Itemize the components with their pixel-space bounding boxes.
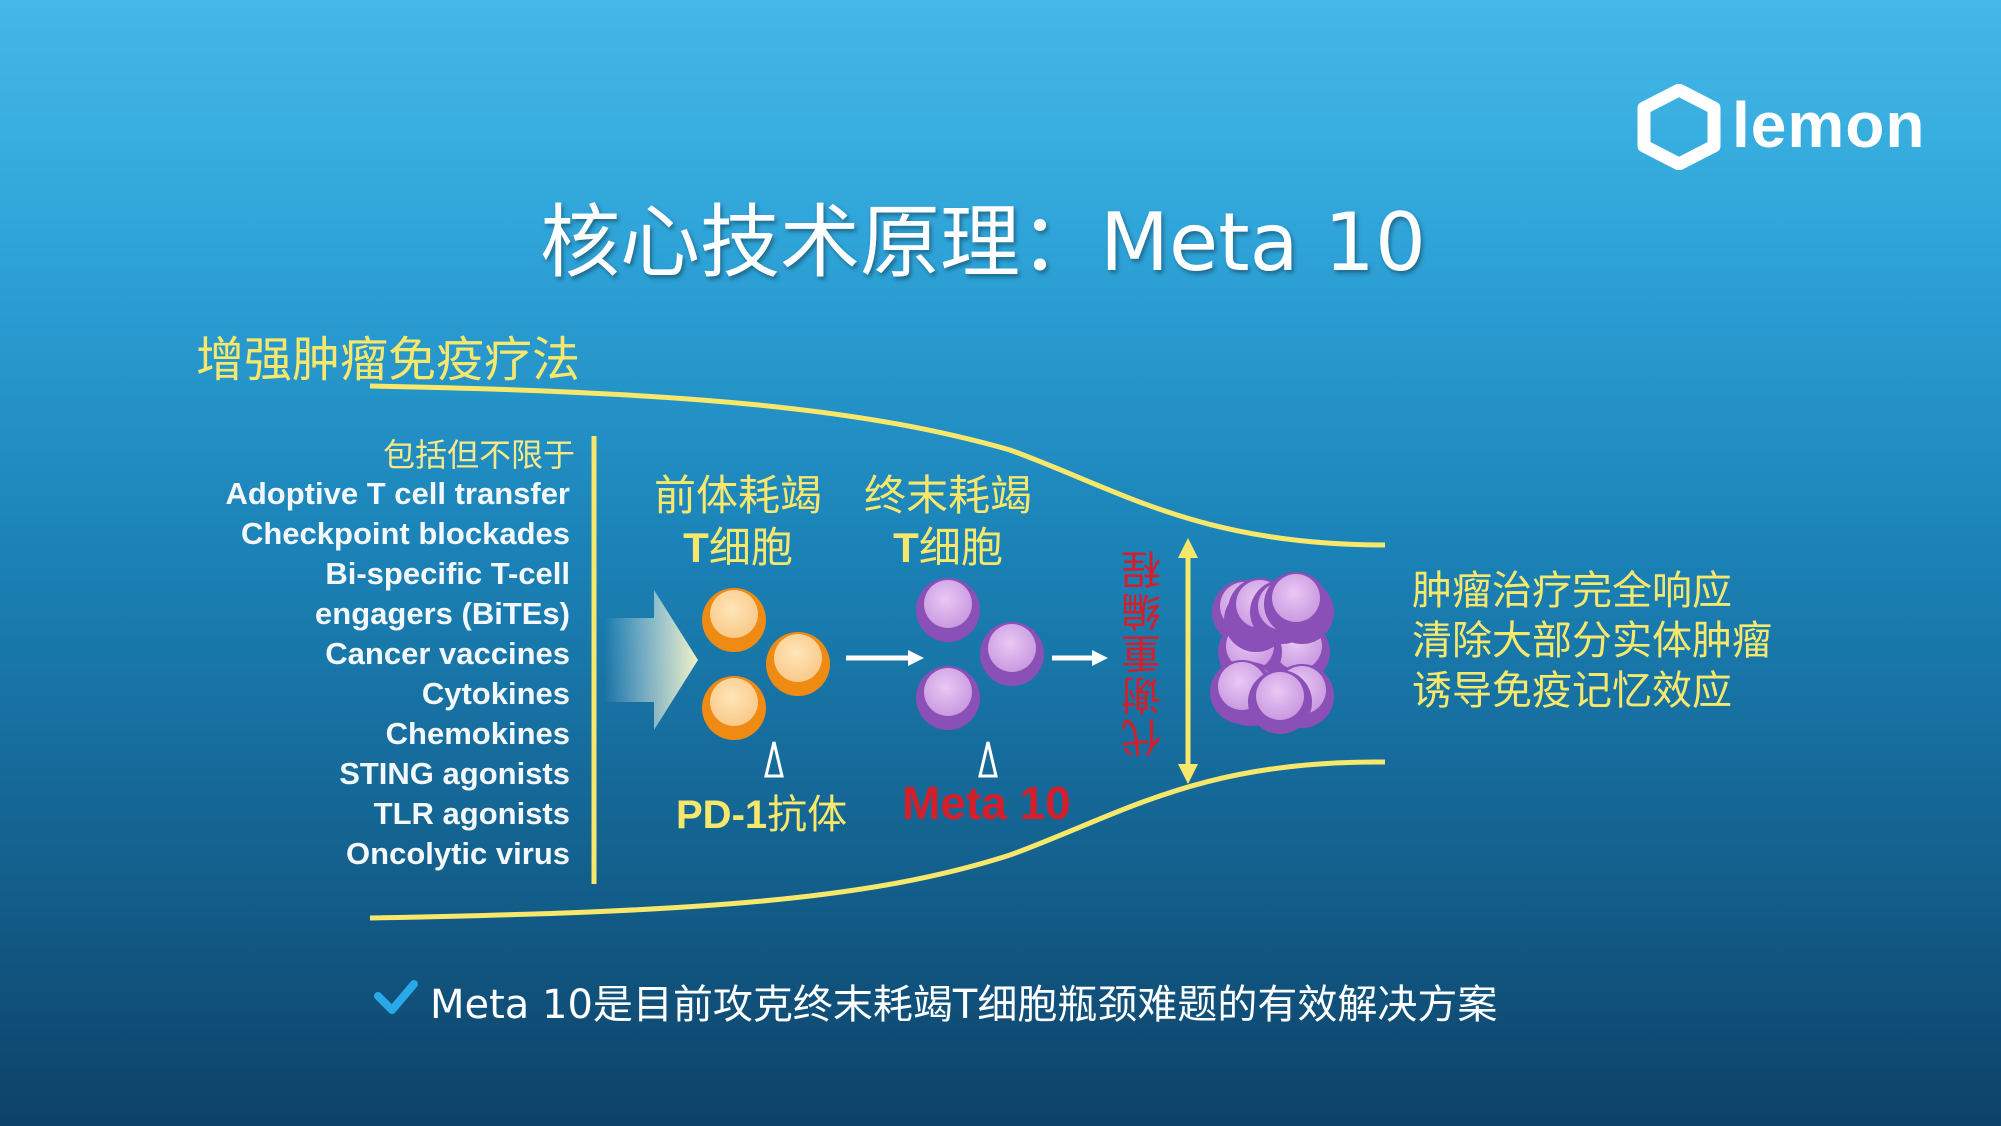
conclusion-text: Meta 10是目前攻克终末耗竭T细胞瓶颈难题的有效解决方案 (430, 982, 1498, 1028)
terminal-label-line1: 终末耗竭 (863, 471, 1032, 520)
double-arrow-top-head (1178, 538, 1198, 558)
therapy-item: Oncolytic virus (346, 836, 570, 871)
outcome-item: 诱导免疫记忆效应 (1412, 668, 1732, 714)
logo-text: lemon (1732, 89, 1926, 161)
terminal-cell-group (916, 578, 1044, 730)
terminal-label-line2: T细胞 (862, 522, 1034, 574)
logo: lemon (1636, 84, 1924, 170)
progenitor-stage-label: 前体耗竭 T细胞 (652, 470, 824, 574)
progenitor-label-cell: 细胞 (708, 523, 793, 572)
metabolic-reprogramming-label: 代谢重编程 (1122, 548, 1168, 758)
therapy-item: Bi-specific T-cell (325, 556, 570, 591)
outcome-item: 清除大部分实体肿瘤 (1412, 618, 1772, 664)
therapy-item: Cytokines (421, 676, 570, 711)
progenitor-cell-group (702, 588, 830, 740)
check-icon (374, 980, 418, 1014)
therapy-item: engagers (BiTEs) (315, 596, 570, 631)
terminal-stage-label: 终末耗竭 T细胞 (862, 470, 1034, 574)
therapy-item: Chemokines (385, 716, 570, 751)
section-subtitle: 增强肿瘤免疫疗法 (196, 332, 581, 388)
double-arrow-bottom-head (1178, 764, 1198, 784)
expanded-cell (1264, 572, 1328, 636)
progenitor-cell (766, 632, 830, 696)
transition-arrow-1-head (908, 650, 924, 666)
funnel-bottom-curve (369, 759, 1386, 921)
terminal-label-cell: 细胞 (918, 523, 1003, 572)
pd1-label-zh: 抗体 (767, 793, 848, 837)
pd1-label-en: PD-1 (676, 793, 768, 837)
expanded-cell-cluster (1210, 572, 1334, 734)
funnel-top-curve (369, 383, 1386, 548)
input-arrow (604, 590, 698, 730)
therapy-item: STING agonists (339, 756, 570, 791)
outcomes-list: 肿瘤治疗完全响应 清除大部分实体肿瘤 诱导免疫记忆效应 (1412, 566, 1772, 716)
progenitor-label-line2: T细胞 (652, 522, 824, 574)
therapy-item: Cancer vaccines (325, 636, 570, 671)
therapy-item: Checkpoint blockades (240, 516, 570, 551)
pd1-antibody-label: PD-1抗体 (676, 782, 847, 840)
meta10-label: Meta 10 (902, 777, 1071, 829)
terminal-cell (916, 578, 980, 642)
progenitor-cell (702, 676, 766, 740)
progenitor-label-line1: 前体耗竭 (653, 471, 822, 520)
transition-arrow-2-head (1092, 650, 1108, 666)
terminal-cell (916, 666, 980, 730)
therapy-list: Adoptive T cell transfer Checkpoint bloc… (225, 474, 570, 874)
outcome-item: 肿瘤治疗完全响应 (1412, 568, 1732, 614)
page-title: 核心技术原理：Meta 10 (540, 196, 1426, 289)
terminal-cell (980, 622, 1044, 686)
pd1-pointer-icon (764, 741, 784, 778)
lemon-logo-icon (1637, 84, 1721, 170)
progenitor-label-t: T (683, 524, 709, 571)
progenitor-cell (702, 588, 766, 652)
meta10-pointer-icon (978, 741, 998, 778)
therapy-item: Adoptive T cell transfer (225, 476, 570, 511)
therapy-list-header: 包括但不限于 (382, 436, 575, 474)
therapy-item: TLR agonists (373, 796, 570, 831)
terminal-label-t: T (893, 524, 919, 571)
expanded-cell (1248, 670, 1312, 734)
